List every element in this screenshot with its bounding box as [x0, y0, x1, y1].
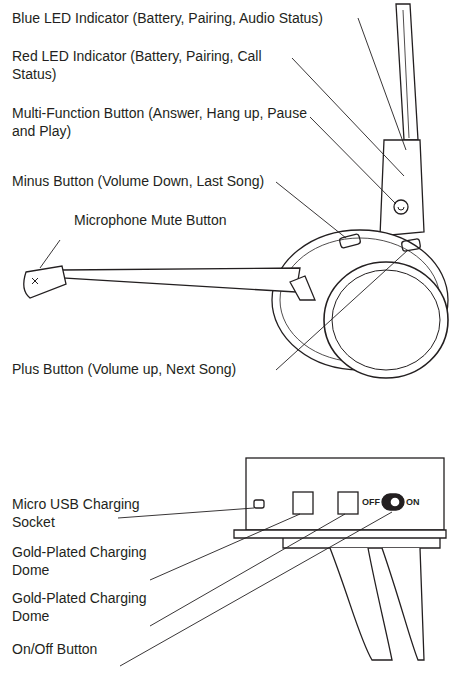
callout-label: Multi-Function Button (Answer, Hang up, …: [12, 104, 310, 140]
callout-label: Plus Button (Volume up, Next Song): [12, 360, 236, 378]
callout-label: Blue LED Indicator (Battery, Pairing, Au…: [12, 9, 323, 27]
switch-marking: OFF: [362, 497, 380, 507]
callout-label: Minus Button (Volume Down, Last Song): [12, 172, 264, 190]
callout-label: Microphone Mute Button: [74, 211, 227, 229]
switch-marking: ON: [406, 497, 420, 507]
callout-label: Gold-Plated Charging Dome: [12, 543, 172, 579]
callout-label: Micro USB Charging Socket: [12, 495, 162, 531]
callout-label: Gold-Plated Charging Dome: [12, 589, 172, 625]
callout-label: Red LED Indicator (Battery, Pairing, Cal…: [12, 47, 287, 83]
callout-label: On/Off Button: [12, 640, 97, 658]
